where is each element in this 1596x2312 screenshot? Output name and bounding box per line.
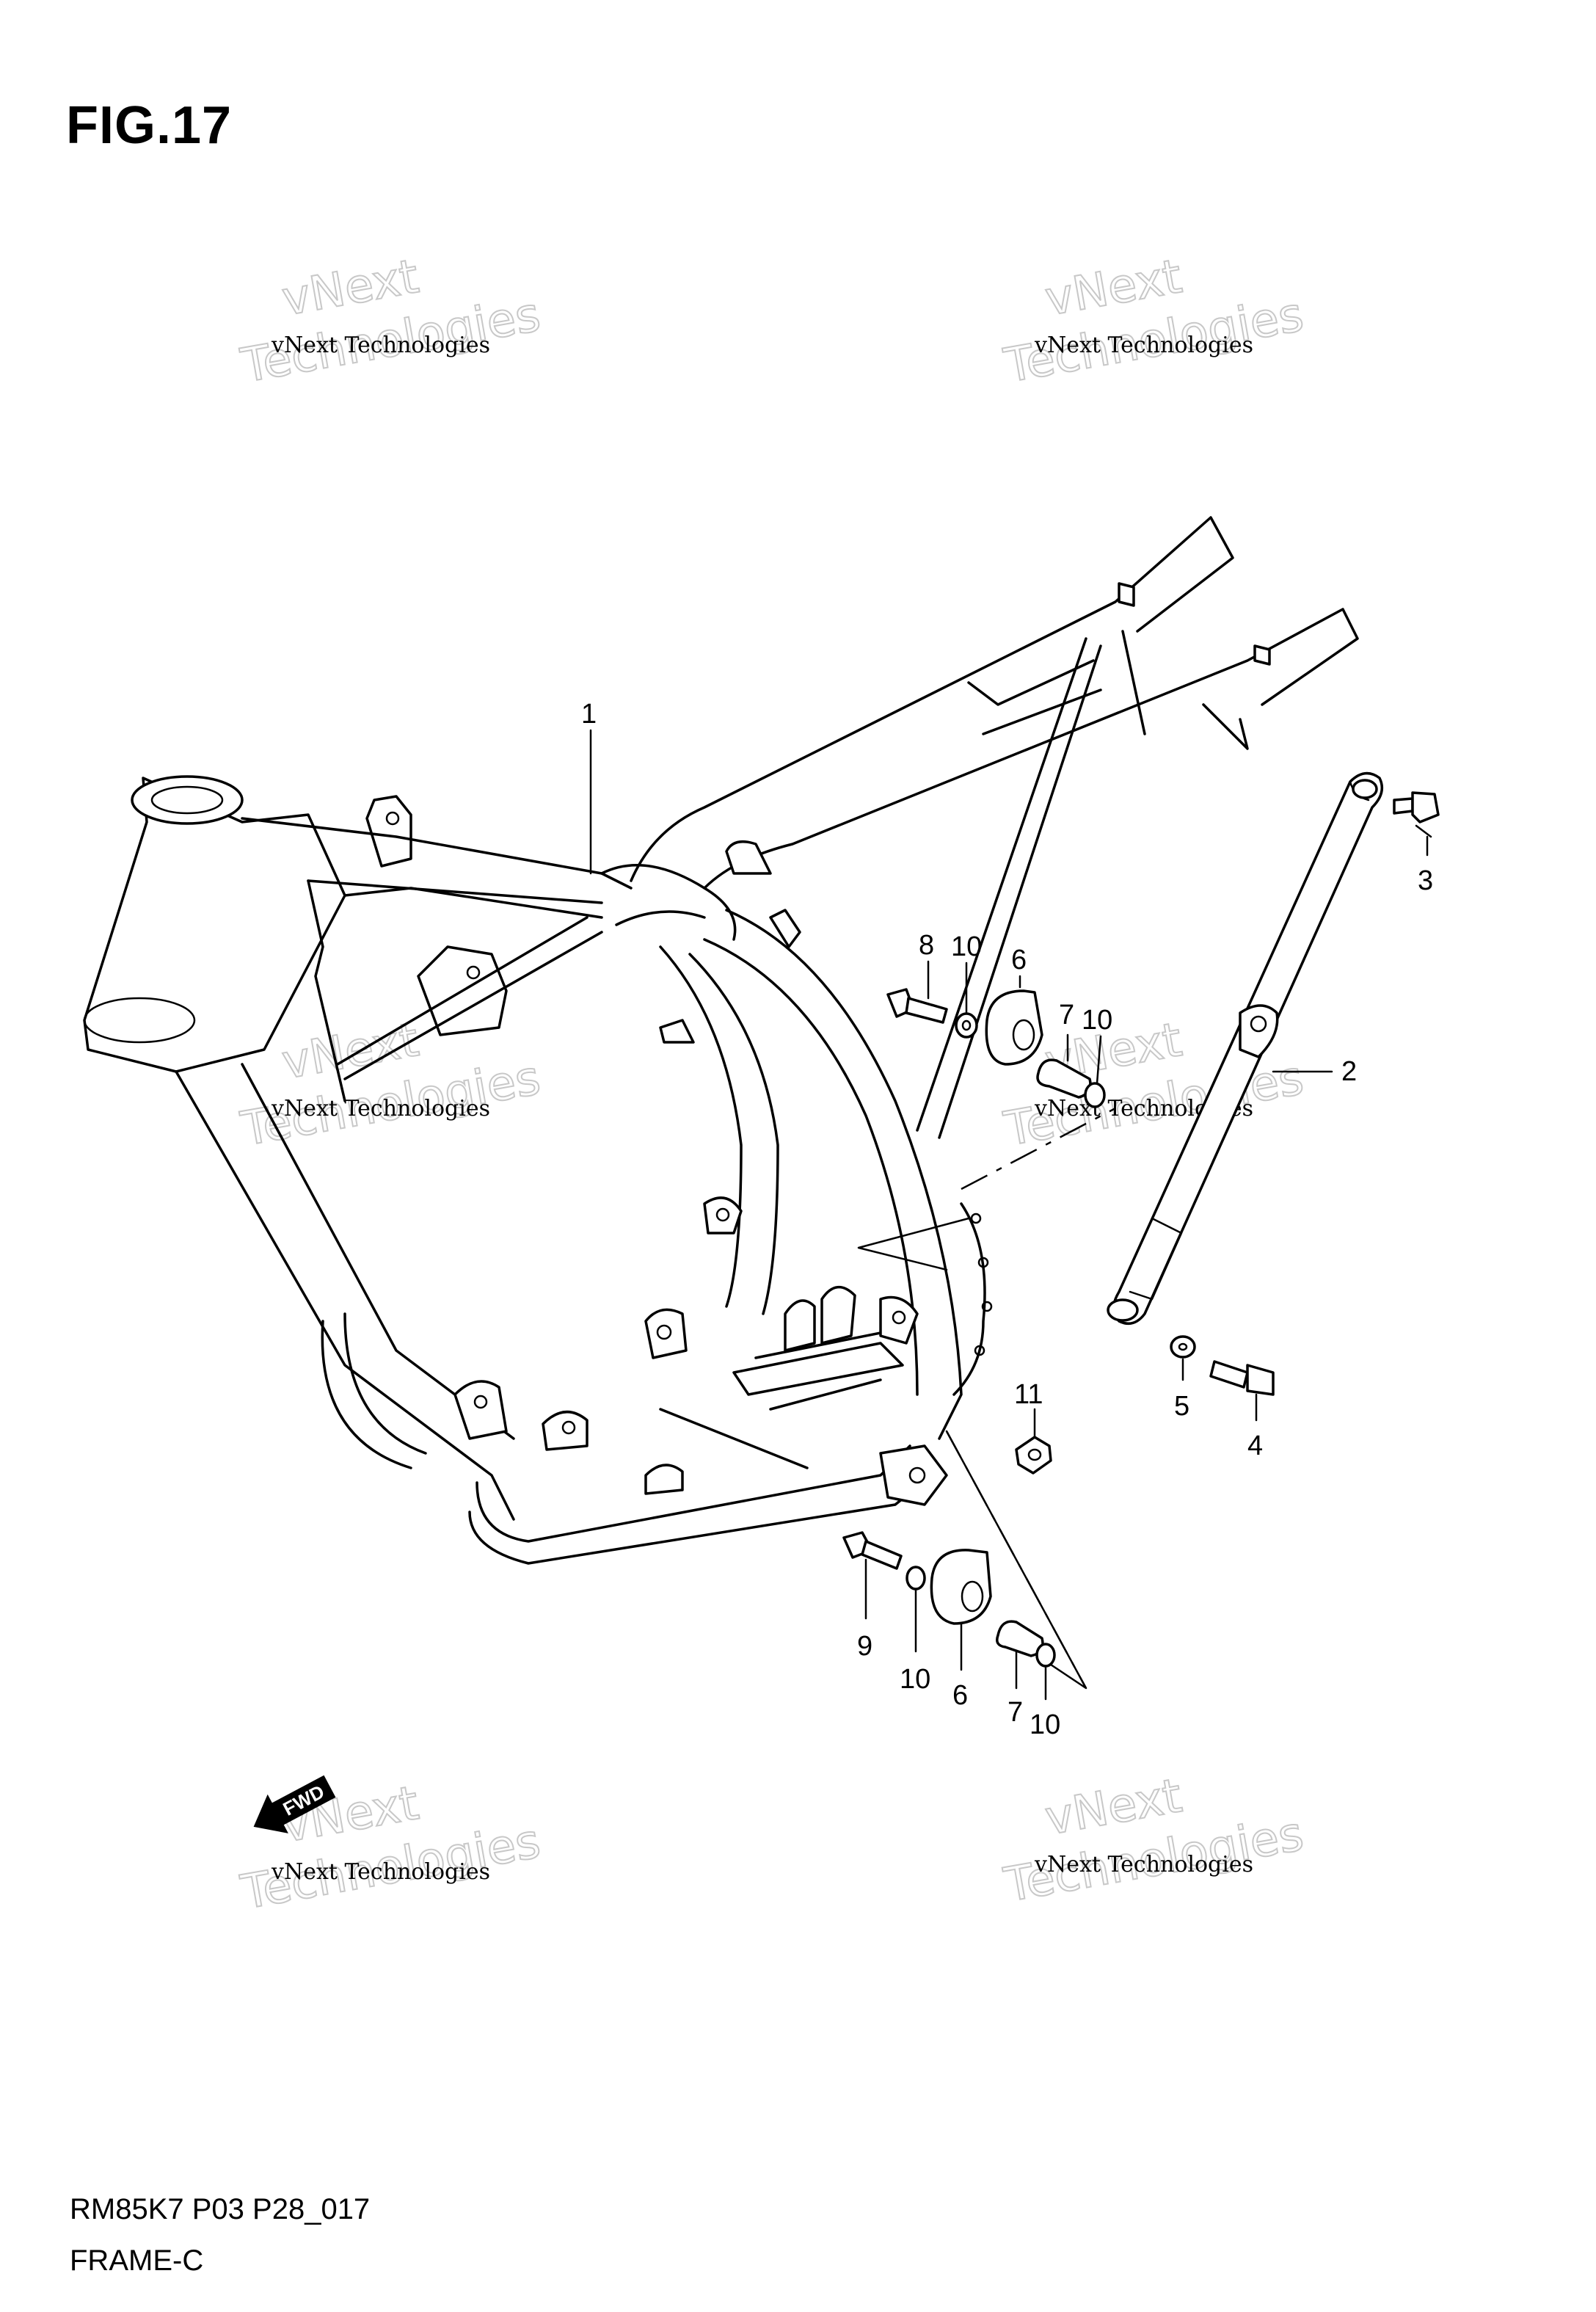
nut-part-11 — [1015, 1436, 1052, 1475]
watermark-text: vNext Technologies — [1034, 332, 1253, 358]
figure-title: FIG.17 — [66, 96, 233, 155]
callout-4: 4 — [1247, 1431, 1263, 1461]
callout-10-upper-right: 10 — [1082, 1005, 1112, 1036]
callout-7-upper: 7 — [1059, 1000, 1074, 1030]
collar-part-7 — [996, 1620, 1044, 1657]
main-frame — [83, 516, 1359, 1565]
bushing-part-6 — [930, 1549, 992, 1625]
bolt-part-9 — [842, 1531, 903, 1570]
assembly-leader-arrow-lower — [945, 1430, 1087, 1690]
washer-part-10 — [955, 1012, 978, 1039]
callout-10-lower: 10 — [900, 1664, 930, 1695]
bushing-part-6 — [985, 989, 1043, 1066]
callout-6-upper: 6 — [1011, 945, 1027, 975]
watermark-text: vNext Technologies — [1034, 1852, 1253, 1877]
watermark: vNext Technologies — [999, 249, 1308, 394]
callout-7-lower: 7 — [1007, 1697, 1023, 1728]
washer-part-10 — [906, 1566, 926, 1591]
leader-line — [1096, 1035, 1102, 1085]
washer-part-10 — [1084, 1082, 1106, 1108]
washer-part-5 — [1170, 1335, 1196, 1359]
watermark: vNext Technologies — [236, 249, 545, 394]
diagram-code: RM85K7 P03 P28_017 — [70, 2193, 371, 2225]
watermark-text: vNext Technologies — [271, 1859, 490, 1885]
callout-8: 8 — [919, 930, 934, 961]
watermark: vNext Technologies — [236, 1012, 545, 1157]
watermark-text: vNext Technologies — [271, 332, 490, 358]
watermark: vNext Technologies — [236, 1775, 545, 1921]
callout-10-upper: 10 — [951, 931, 982, 962]
bolt-part-8 — [886, 988, 948, 1024]
callout-6-lower: 6 — [952, 1680, 968, 1711]
rear-subframe-part — [1107, 771, 1384, 1326]
bolt-part-3 — [1393, 791, 1440, 838]
assembly-leader-upper — [961, 1107, 1116, 1190]
bolt-part-4 — [1209, 1360, 1275, 1396]
callout-5: 5 — [1174, 1391, 1189, 1422]
washer-part-10 — [1035, 1643, 1056, 1668]
callout-2: 2 — [1341, 1056, 1357, 1087]
assembly-leader-arrow — [857, 1217, 970, 1271]
watermark: vNext Technologies — [999, 1768, 1308, 1913]
callout-11: 11 — [1014, 1379, 1043, 1410]
callout-9: 9 — [857, 1631, 872, 1662]
callout-3: 3 — [1418, 865, 1433, 896]
watermark-text: vNext Technologies — [271, 1096, 490, 1122]
callout-1: 1 — [581, 699, 597, 730]
callout-10-lower-right: 10 — [1030, 1709, 1060, 1740]
section-name: FRAME-C — [70, 2244, 204, 2277]
